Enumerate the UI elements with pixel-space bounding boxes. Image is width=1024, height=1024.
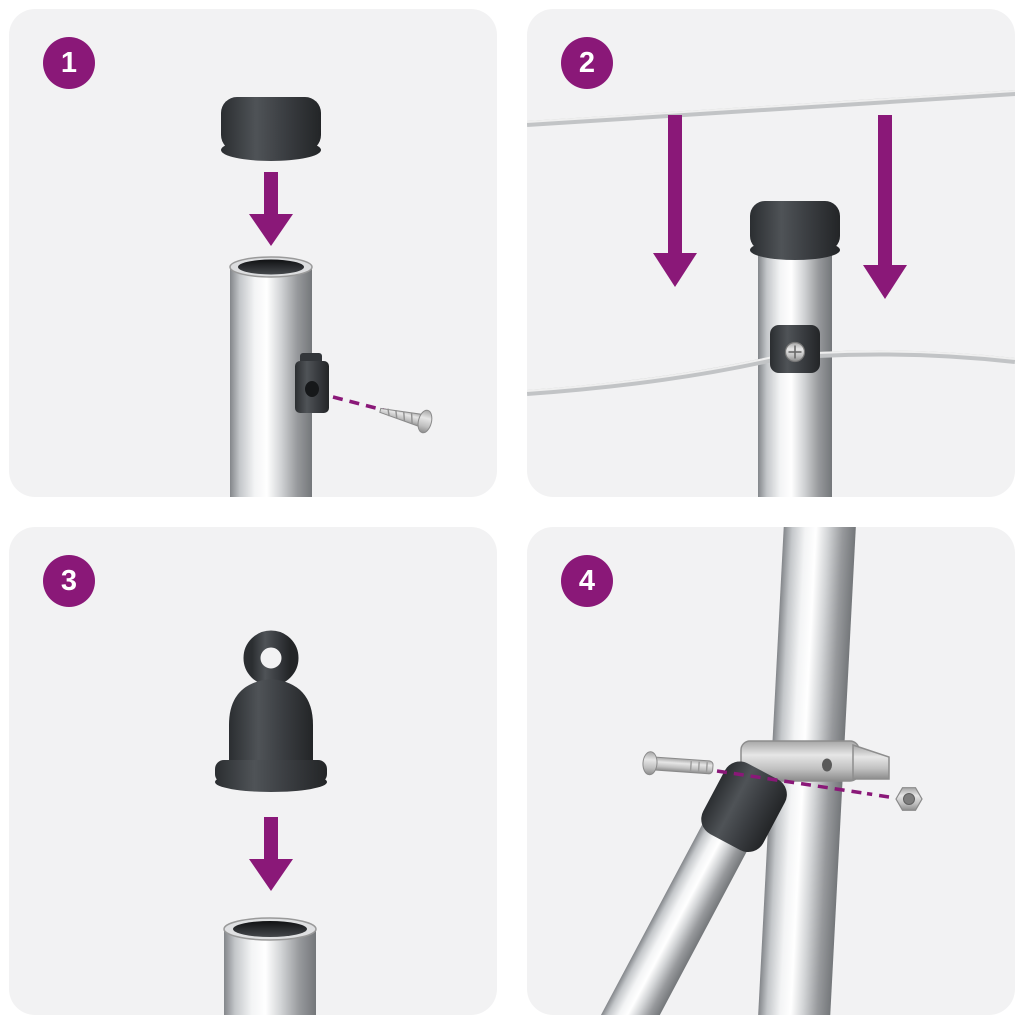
brace-clamp [740,740,890,782]
step-panel-3: 3 [9,527,497,1015]
post-cap [750,201,840,260]
step-panel-4: 4 [527,527,1015,1015]
step-panel-1: 1 [9,9,497,497]
dashed-guide-line-2 [866,791,890,799]
step-number-badge: 2 [561,37,613,89]
wire-holder-bracket [295,353,329,413]
step-number-badge: 4 [561,555,613,607]
down-arrow-icon [249,172,293,246]
down-arrow-left-icon [653,115,697,287]
post-cap [221,97,321,161]
tension-wire [527,350,1015,396]
step-panel-2: 2 [527,9,1015,497]
step-number: 2 [578,46,596,79]
step-number: 4 [578,564,596,597]
illustration-step-4 [589,527,923,1015]
wire-clamp [770,325,820,373]
down-arrow-right-icon [863,115,907,299]
tension-wire-top [527,90,1015,127]
diagonal-brace [589,789,767,1015]
illustration-step-1 [221,97,433,497]
illustration-step-2 [527,90,1015,497]
dashed-guide-line [716,769,864,795]
step-number-badge: 3 [43,555,95,607]
step-number-badge: 1 [43,37,95,89]
bolt [642,751,714,776]
step-number: 3 [60,564,78,597]
eyelet-cap [215,630,327,792]
open-tube [223,917,317,1015]
screw [379,407,433,434]
brace-connector [701,761,787,853]
step-number: 1 [60,46,78,79]
nut [895,787,923,811]
illustration-step-3 [215,630,327,1015]
down-arrow-icon [249,817,293,891]
